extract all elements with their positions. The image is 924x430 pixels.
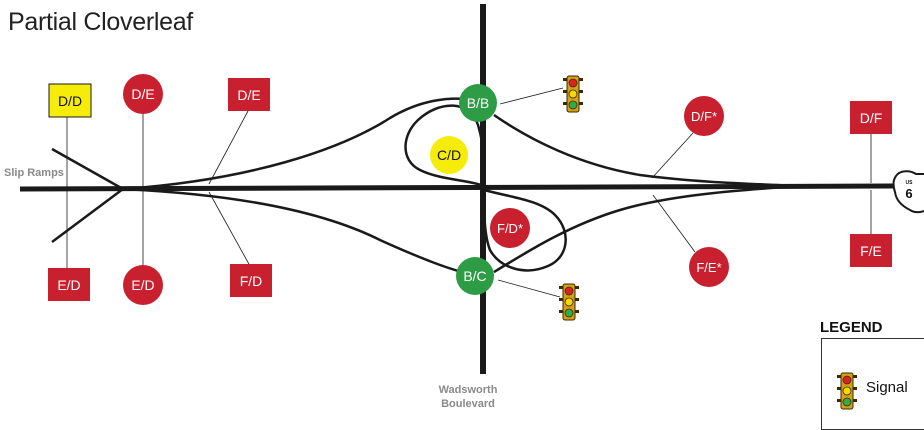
- node-df-star-label: D/F*: [691, 109, 717, 124]
- traffic-signal-icon: [836, 372, 858, 410]
- node-ed-circle: E/D: [123, 265, 163, 305]
- node-df-square: D/F: [850, 101, 892, 134]
- node-dd: D/D: [48, 83, 92, 118]
- leader-de-square: [208, 110, 249, 185]
- node-fd-square: F/D: [230, 264, 272, 297]
- interchange-diagram: D/D D/E D/F E/D F/D F/E D/E E/D B/B C/D …: [4, 4, 924, 410]
- node-de-square-label: D/E: [237, 87, 260, 103]
- diagram-title: Partial Cloverleaf: [8, 8, 193, 36]
- leader-bb-signal: [499, 87, 564, 105]
- shield-us-text: US: [906, 180, 914, 186]
- leader-df-star: [651, 132, 694, 179]
- ramp-lower-left: [122, 187, 475, 277]
- traffic-signal-icon: [558, 283, 580, 321]
- loop-ramp-sw: [482, 188, 567, 272]
- shield-number: 6: [905, 186, 912, 201]
- node-fd-star: F/D*: [490, 208, 530, 248]
- node-ed-square-label: E/D: [57, 277, 80, 293]
- slip-ramps-label: Slip Ramps: [4, 167, 64, 179]
- loop-ramp-ne: [404, 104, 486, 188]
- node-df-star: D/F*: [684, 96, 724, 136]
- node-dd-label: D/D: [58, 93, 82, 109]
- legend-signal-label: Signal: [866, 379, 908, 396]
- ramp-lower-right: [493, 184, 801, 274]
- node-fd-star-label: F/D*: [497, 221, 523, 236]
- legend-title: LEGEND: [820, 319, 883, 336]
- node-ed-circle-label: E/D: [131, 277, 154, 293]
- node-df-square-label: D/F: [860, 110, 883, 126]
- node-fe-star-label: F/E*: [696, 260, 721, 275]
- slip-ramp-upper: [51, 147, 124, 191]
- node-cd: C/D: [430, 136, 468, 174]
- node-bc-label: B/C: [463, 268, 486, 284]
- leader-bc-signal: [497, 279, 561, 298]
- ramp-upper-left: [122, 97, 475, 191]
- us-route-shield: US 6: [892, 170, 924, 214]
- node-fe-star: F/E*: [689, 247, 729, 287]
- main-highway: [19, 183, 901, 192]
- node-de-circle-label: D/E: [131, 86, 154, 102]
- node-bb: B/B: [459, 84, 497, 122]
- node-ed-square: E/D: [48, 268, 90, 301]
- wadsworth-label-line1: Wadsworth: [439, 384, 498, 396]
- leader-fd-square: [208, 191, 251, 267]
- node-bc: B/C: [456, 257, 494, 295]
- traffic-signal-icon: [562, 75, 584, 113]
- node-cd-label: C/D: [437, 147, 461, 163]
- node-fe-square-label: F/E: [860, 243, 882, 259]
- slip-ramp-lower: [51, 187, 124, 244]
- wadsworth-label-line2: Boulevard: [441, 398, 495, 410]
- leader-fe-star: [652, 194, 696, 253]
- ramp-upper-right: [493, 113, 801, 188]
- node-bb-label: B/B: [467, 95, 490, 111]
- node-fd-square-label: F/D: [240, 273, 263, 289]
- node-de-square: D/E: [228, 78, 270, 111]
- node-de-circle: D/E: [123, 74, 163, 114]
- node-fe-square: F/E: [850, 234, 892, 267]
